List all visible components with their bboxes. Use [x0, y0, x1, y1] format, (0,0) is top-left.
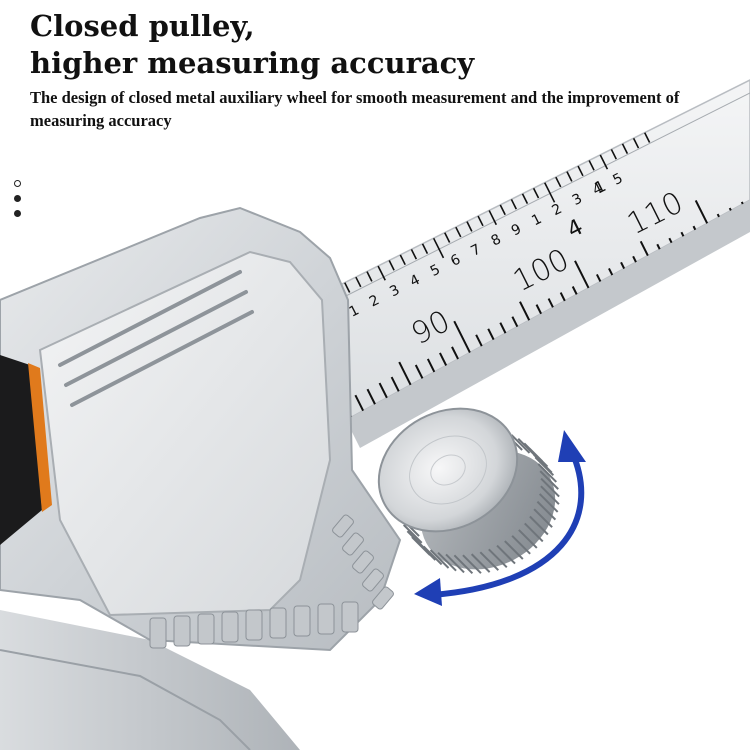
vernier-tick — [477, 215, 484, 227]
vernier-tick — [421, 243, 429, 254]
grip-ridge — [352, 550, 374, 574]
vernier-tick — [510, 198, 518, 210]
knurl-ridge — [528, 447, 549, 468]
vernier-tick — [577, 165, 584, 177]
headline-line-1: Closed pulley, — [30, 9, 255, 43]
vernier-tick — [621, 143, 629, 154]
scale-tick — [366, 388, 377, 406]
grip-ridge — [372, 586, 394, 610]
caliper-jaw — [0, 610, 300, 750]
vernier-tick — [455, 226, 462, 238]
caliper-body — [0, 206, 402, 652]
vernier-tick — [521, 193, 529, 204]
grip-ridge — [332, 514, 354, 538]
knurl-ridge — [540, 485, 560, 505]
knurl-ridge — [539, 470, 559, 490]
carousel-dots-icon[interactable] — [14, 180, 26, 225]
vernier-tick — [566, 171, 573, 182]
knurl-ridge — [504, 540, 524, 560]
scale-tick — [453, 320, 474, 358]
knurl-ridge — [540, 477, 560, 498]
grip-ridge — [341, 601, 359, 633]
grip-ridge — [293, 605, 311, 637]
thumb-wheel[interactable] — [357, 385, 576, 592]
vernier-tick — [355, 276, 362, 288]
vernier-tick — [643, 132, 651, 143]
subheadline: The design of closed metal auxiliary whe… — [30, 88, 680, 130]
carousel-dot-3[interactable] — [14, 210, 21, 217]
vernier-tick — [532, 187, 540, 199]
vernier-tick — [543, 182, 556, 203]
vernier-tick — [366, 271, 373, 282]
headline: Closed pulley, higher measuring accuracy — [30, 8, 730, 82]
knurl-ridge — [511, 535, 531, 555]
knurl-ridge — [488, 548, 508, 569]
grip-ridge — [149, 617, 167, 649]
knurl-ridge — [533, 508, 553, 528]
vernier-tick — [488, 210, 498, 226]
grip-ridge — [362, 568, 384, 592]
knurl-ridge — [518, 529, 538, 549]
vernier-tick — [555, 176, 562, 188]
grip-ridge — [245, 609, 263, 641]
vernier-tick — [499, 204, 506, 216]
knurl-ridge — [453, 554, 474, 574]
knurl-ridge — [422, 545, 443, 566]
vernier-tick — [632, 137, 640, 149]
vernier-tick — [388, 260, 395, 271]
knurl-ridge — [403, 524, 423, 544]
caliper-beam: 0901001101234567891234541 — [309, 79, 750, 448]
knurl-ridge — [533, 453, 553, 474]
scale-tick — [390, 376, 401, 394]
vernier-tick — [410, 248, 418, 260]
vernier-tick — [344, 282, 351, 293]
vernier-tick — [599, 154, 609, 170]
knurl-ridge — [510, 434, 531, 454]
vernier-tick — [399, 254, 406, 266]
vernier-tick — [432, 237, 445, 259]
vernier-tick — [377, 265, 386, 281]
grip-ridge — [342, 532, 364, 556]
grip-ridge — [173, 615, 191, 647]
knurl-ridge — [437, 551, 457, 572]
headline-line-2: higher measuring accuracy — [30, 46, 475, 80]
grip-ridge — [197, 613, 215, 645]
knurl-ridge — [406, 530, 427, 550]
knurl-ridge — [524, 522, 544, 543]
knurl-ridge — [537, 463, 557, 483]
knurl-ridge — [470, 553, 491, 573]
scale-tick — [398, 361, 413, 388]
grip-ridge — [221, 611, 239, 643]
knurl-ridge — [496, 544, 516, 565]
knurl-ridge — [429, 549, 450, 569]
scale-tick — [378, 382, 389, 400]
carousel-dot-1[interactable] — [14, 180, 21, 187]
knurl-ridge — [462, 554, 482, 574]
grip-ridge — [269, 607, 287, 639]
knurl-ridge — [538, 493, 559, 513]
vernier-tick — [466, 221, 473, 232]
knurl-ridge — [445, 553, 465, 574]
knurl-ridge — [479, 551, 500, 571]
knurl-ridge — [529, 515, 549, 536]
grip-ridge — [317, 603, 335, 635]
scale-tick — [354, 394, 365, 412]
carousel-dot-2[interactable] — [14, 195, 21, 202]
vernier-tick — [610, 148, 617, 160]
curved-double-arrow-icon — [414, 430, 586, 606]
vernier-tick — [588, 160, 595, 171]
knurl-ridge — [536, 500, 557, 521]
vernier-tick — [444, 232, 451, 243]
